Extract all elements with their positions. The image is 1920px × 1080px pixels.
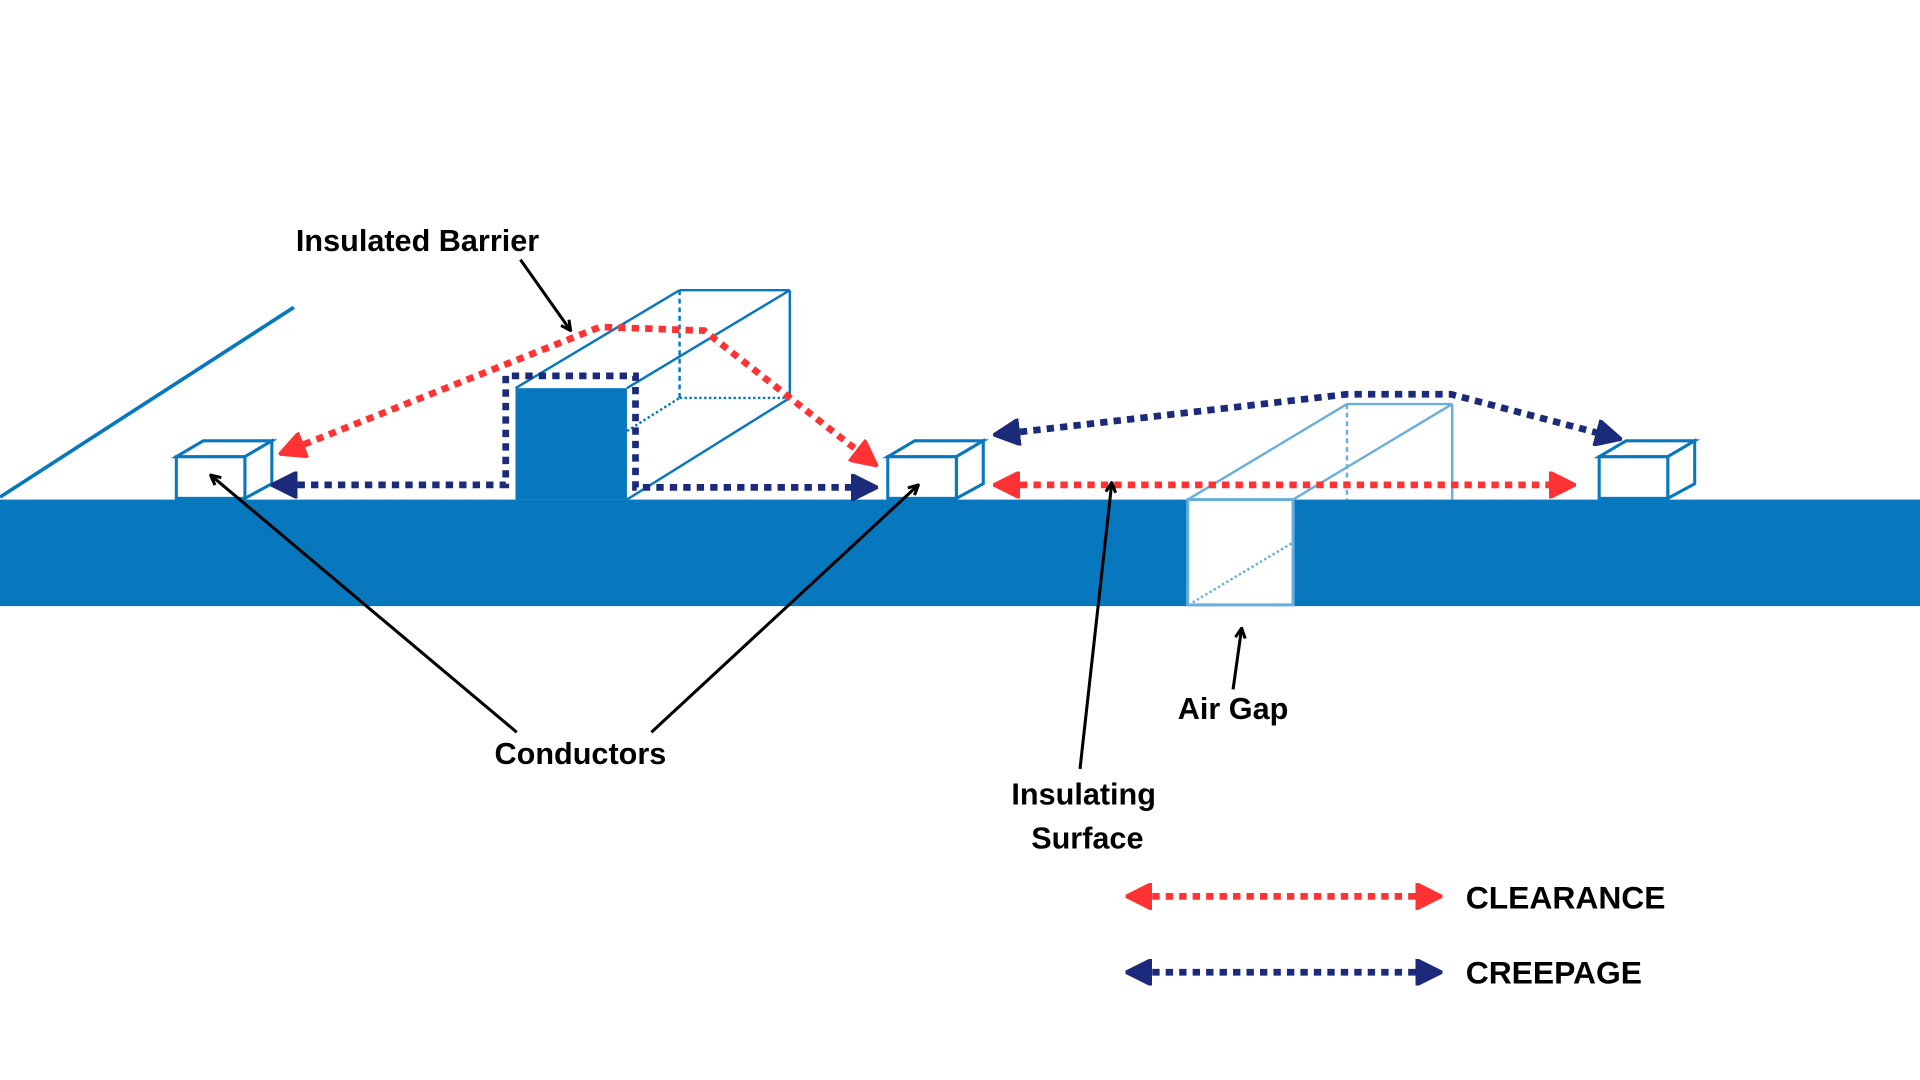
creepage-path-air-gap xyxy=(1007,390,1609,436)
legend-clearance-label: CLEARANCE xyxy=(1466,880,1666,916)
barrier-callout-arrow xyxy=(519,258,570,331)
surface-callout-arrow xyxy=(1078,482,1112,770)
insulating-surface-label-line2: Surface xyxy=(1031,822,1143,856)
insulated-barrier-label: Insulated Barrier xyxy=(296,224,539,258)
insulating-surface-label-line1: Insulating xyxy=(1011,777,1156,811)
conductor-left-callout-arrow xyxy=(211,475,518,734)
legend: CLEARANCE CREEPAGE xyxy=(1139,880,1666,990)
conductor-middle-callout-arrow xyxy=(650,485,918,734)
conductors-label: Conductors xyxy=(495,737,667,771)
conductor-middle xyxy=(882,438,989,501)
legend-creepage-label: CREEPAGE xyxy=(1466,954,1642,990)
callout-arrows xyxy=(211,258,1242,770)
creepage-path-barrier xyxy=(284,372,864,487)
air-gap-callout-arrow xyxy=(1231,628,1242,690)
conductor-right xyxy=(1593,438,1701,501)
conductor-left xyxy=(170,438,278,501)
insulated-barrier xyxy=(514,288,792,501)
air-gap xyxy=(1186,402,1454,607)
clearance-path-barrier xyxy=(291,323,867,458)
perspective-line xyxy=(0,305,295,499)
insulating-base xyxy=(0,499,1920,607)
air-gap-label: Air Gap xyxy=(1178,692,1289,726)
